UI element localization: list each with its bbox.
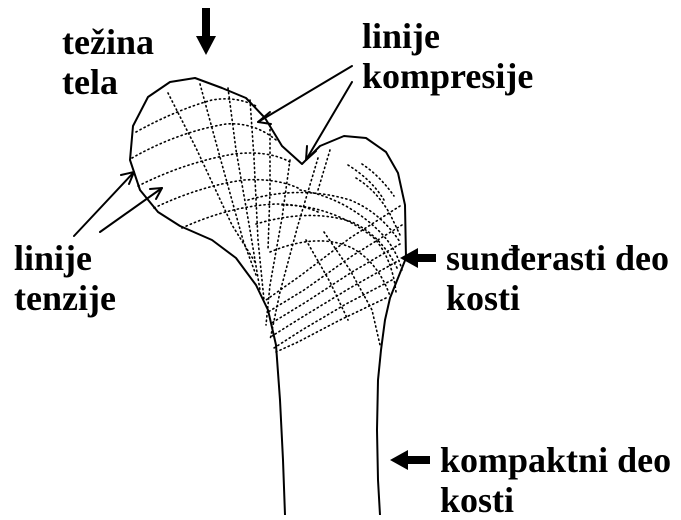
trabecula [248,193,400,243]
trabecula [348,165,384,200]
compact-bone-label: kompaktni deo kosti [440,440,671,520]
tension-lines-label: linije tenzije [14,238,116,318]
trabecula [318,150,330,190]
compression-lines-label: linije kompresije [362,16,533,96]
trabecula [306,240,348,320]
trabecula [154,180,298,208]
compact-bone-line-1: kompaktni deo [440,440,671,480]
trabecula [268,125,270,250]
trabecula [272,262,396,336]
trabecula [228,88,260,290]
tension-pointers [74,172,162,236]
spongy-bone-line-2: kosti [446,278,669,318]
compression-line-1: linije [362,16,533,56]
tension-line-1: linije [14,238,116,278]
compact-bone-line-2: kosti [440,480,671,520]
compression-line-2: kompresije [362,56,533,96]
trabecula [300,190,402,270]
trabecula [256,215,398,270]
body-weight-line-1: težina [62,22,154,62]
compact-bone-arrow [390,450,430,470]
trabecula [138,153,290,186]
trabecula [274,280,392,348]
trabecula [136,99,256,132]
compression-pointers [258,66,352,160]
trabecula [270,241,390,296]
body-weight-label: težina tela [62,22,154,102]
spongy-bone-line-1: sunđerasti deo [446,238,669,278]
trabecula [200,84,256,275]
body-weight-arrow [196,8,216,55]
tension-line-2: tenzije [14,278,116,318]
trabecula [268,225,402,312]
trabecula [282,205,396,292]
spongy-bone-label: sunđerasti deo kosti [446,238,669,318]
body-weight-line-2: tela [62,62,154,102]
